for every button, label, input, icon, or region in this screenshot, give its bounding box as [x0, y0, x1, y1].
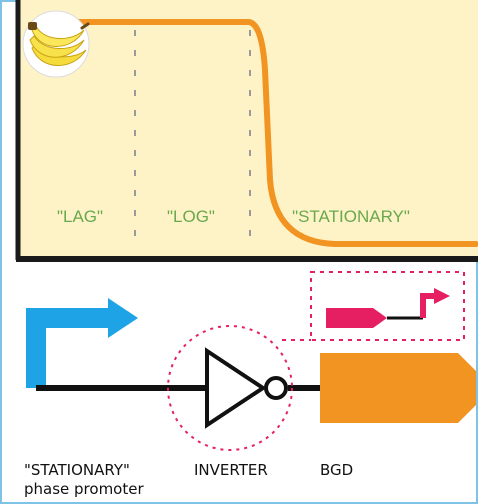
bgd-gene — [320, 353, 476, 423]
inverter-label: INVERTER — [194, 461, 268, 479]
repressor-inset — [310, 271, 465, 341]
gene-label: BGD — [320, 461, 354, 479]
repressor-gene — [326, 308, 387, 328]
genetic-circuit — [26, 271, 476, 451]
promoter-label-sub: phase promoter — [24, 480, 144, 498]
phase-label-log: "LOG" — [167, 207, 215, 226]
inverter-highlight — [167, 325, 293, 451]
promoter-arrow — [26, 308, 110, 388]
promoter-label: "STATIONARY" — [24, 461, 130, 479]
mini-promoter — [420, 293, 436, 318]
phase-label-lag: "LAG" — [57, 207, 103, 226]
growth-curve-panel: "LAG" "LOG" "STATIONARY" — [15, 0, 478, 262]
growth-curve — [37, 19, 478, 247]
promoter-arrowhead — [108, 298, 138, 338]
inverter-bubble — [264, 376, 288, 400]
phase-label-stationary: "STATIONARY" — [292, 207, 410, 226]
banana-icon — [22, 10, 90, 78]
inverter-gate — [205, 347, 267, 429]
mini-promoter-arrowhead — [434, 288, 450, 304]
